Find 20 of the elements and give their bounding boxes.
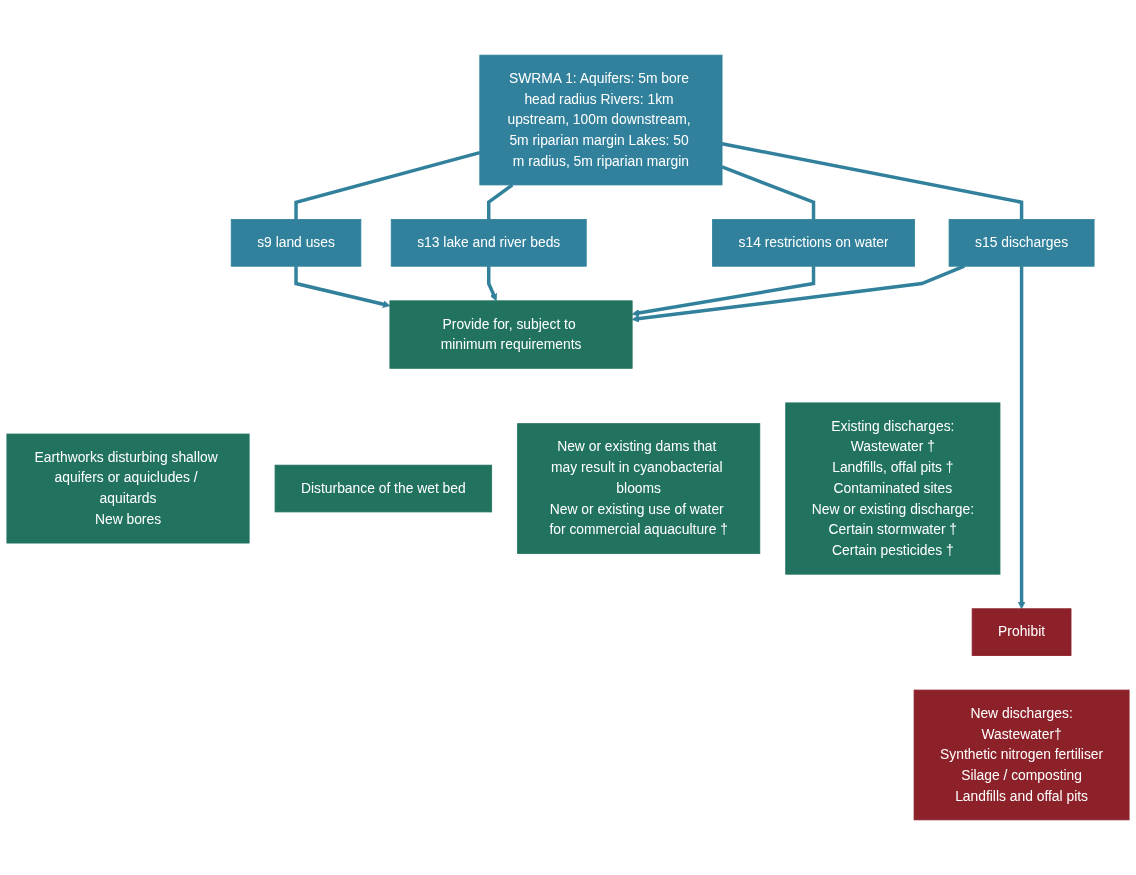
node-box: s13 lake and river beds xyxy=(390,219,587,267)
connector xyxy=(487,183,514,220)
node-box: New or existing dams that may result in cyanobacterial blooms New or existing use of water for commercial aquaculture † xyxy=(517,423,761,554)
node-box: s15 discharges xyxy=(948,219,1095,267)
node-box: s14 restrictions on water xyxy=(712,219,915,267)
node-box: SWRMA 1: Aquifers: 5m bore head radius Rivers: 1km upstream, 100m downstream, 5m riparian margin Lakes: 50 m radius, 5m riparian margin xyxy=(479,54,723,186)
arrow xyxy=(1017,266,1026,610)
connector xyxy=(721,165,816,220)
node-box: Existing discharges: Wastewater † Landfills, offal pits † Contaminated sites New or existing discharge: Certain stormwater † Certain pesticides † xyxy=(785,402,1001,575)
node-box: s9 land uses xyxy=(230,219,362,267)
node-box: Earthworks disturbing shallow aquifers or aquicludes / aquitards New bores xyxy=(6,433,250,544)
node-box: Prohibit xyxy=(971,608,1072,656)
arrow xyxy=(631,266,816,317)
arrow xyxy=(487,266,498,302)
node-box: New discharges: Wastewater† Synthetic nitrogen fertiliser Silage / composting Landfills and offal pits xyxy=(913,689,1130,821)
node-box: Provide for, subject to minimum requirements xyxy=(389,300,633,369)
arrow xyxy=(294,266,391,308)
node-box: Disturbance of the wet bed xyxy=(274,464,493,513)
connector xyxy=(294,151,481,220)
connector xyxy=(721,142,1024,220)
